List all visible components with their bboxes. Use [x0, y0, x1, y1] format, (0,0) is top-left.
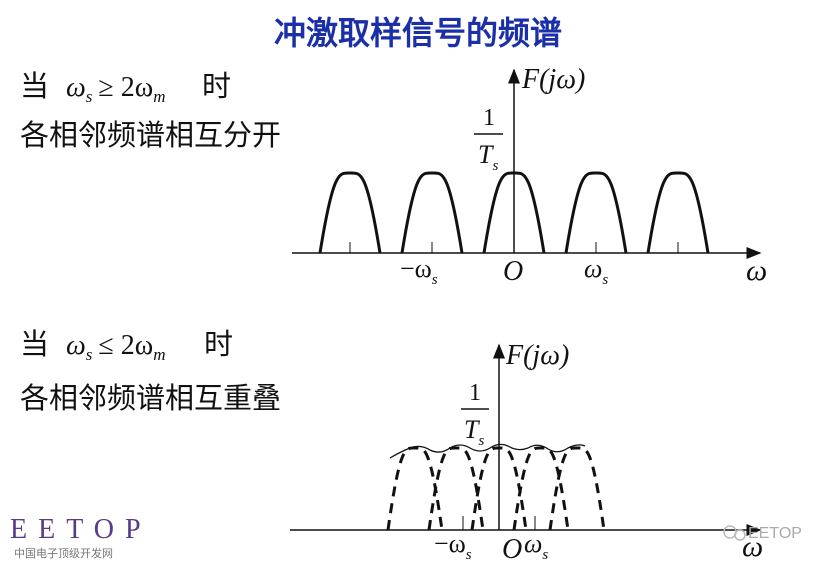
bottom-condition: 当 ωs≤ 2ωm 时 — [20, 327, 233, 364]
tick-label-neg-ws: −ωs — [400, 254, 438, 288]
height-numerator: 1 — [483, 105, 495, 131]
tick-label-neg-ws: −ωs — [434, 529, 472, 563]
svg-text:中国电子顶级开发网: 中国电子顶级开发网 — [14, 546, 113, 560]
x-axis-label: ω — [742, 530, 763, 563]
height-denominator: Ts — [464, 415, 484, 449]
bottom-description: 各相邻频谱相互重叠 — [20, 381, 281, 415]
tick-label-ws: ωs — [584, 254, 608, 288]
spectrum-replica — [318, 171, 382, 254]
origin-label: O — [502, 534, 522, 565]
spectrum-replica — [482, 171, 546, 254]
eetop-logo: EETOP 中国电子顶级开发网 — [10, 514, 152, 560]
x-axis-label: ω — [746, 254, 767, 287]
spectrum-replica — [512, 446, 570, 531]
svg-text:EETOP: EETOP — [10, 514, 152, 545]
svg-text:ωs≥ 2ωm: ωs≥ 2ωm — [66, 72, 165, 106]
top-spectrum-plot: F(jω) 1 Ts −ωs O ωs ω — [292, 64, 767, 288]
bottom-spectrum-plot: F(jω) 1 Ts −ωs O ωs ω — [290, 340, 763, 565]
svg-text:EETOP: EETOP — [748, 525, 802, 542]
svg-text:时: 时 — [202, 69, 231, 103]
svg-text:当: 当 — [20, 69, 49, 103]
spectrum-replica — [470, 446, 528, 531]
spectrum-replica — [548, 446, 606, 531]
origin-label: O — [503, 256, 523, 287]
svg-text:时: 时 — [204, 327, 233, 361]
spectrum-replica — [564, 171, 628, 254]
wechat-icon — [723, 525, 737, 539]
spectrum-replica — [386, 446, 444, 531]
wechat-watermark: EETOP — [723, 525, 802, 542]
top-description: 各相邻频谱相互分开 — [20, 118, 281, 152]
height-numerator: 1 — [469, 380, 481, 406]
top-condition: 当 ωs≥ 2ωm 时 — [20, 69, 231, 106]
page-title: 冲激取样信号的频谱 — [274, 14, 562, 52]
svg-text:ωs≤ 2ωm: ωs≤ 2ωm — [66, 330, 165, 364]
height-denominator: Ts — [478, 140, 498, 174]
overlap-envelope — [389, 443, 586, 459]
tick-label-ws: ωs — [524, 529, 548, 563]
y-axis-label: F(jω) — [521, 64, 585, 95]
spectrum-replica — [400, 171, 464, 254]
svg-text:当: 当 — [20, 327, 49, 361]
spectrum-replica — [427, 446, 485, 531]
y-axis-label: F(jω) — [505, 340, 569, 371]
spectrum-replica — [646, 171, 710, 254]
